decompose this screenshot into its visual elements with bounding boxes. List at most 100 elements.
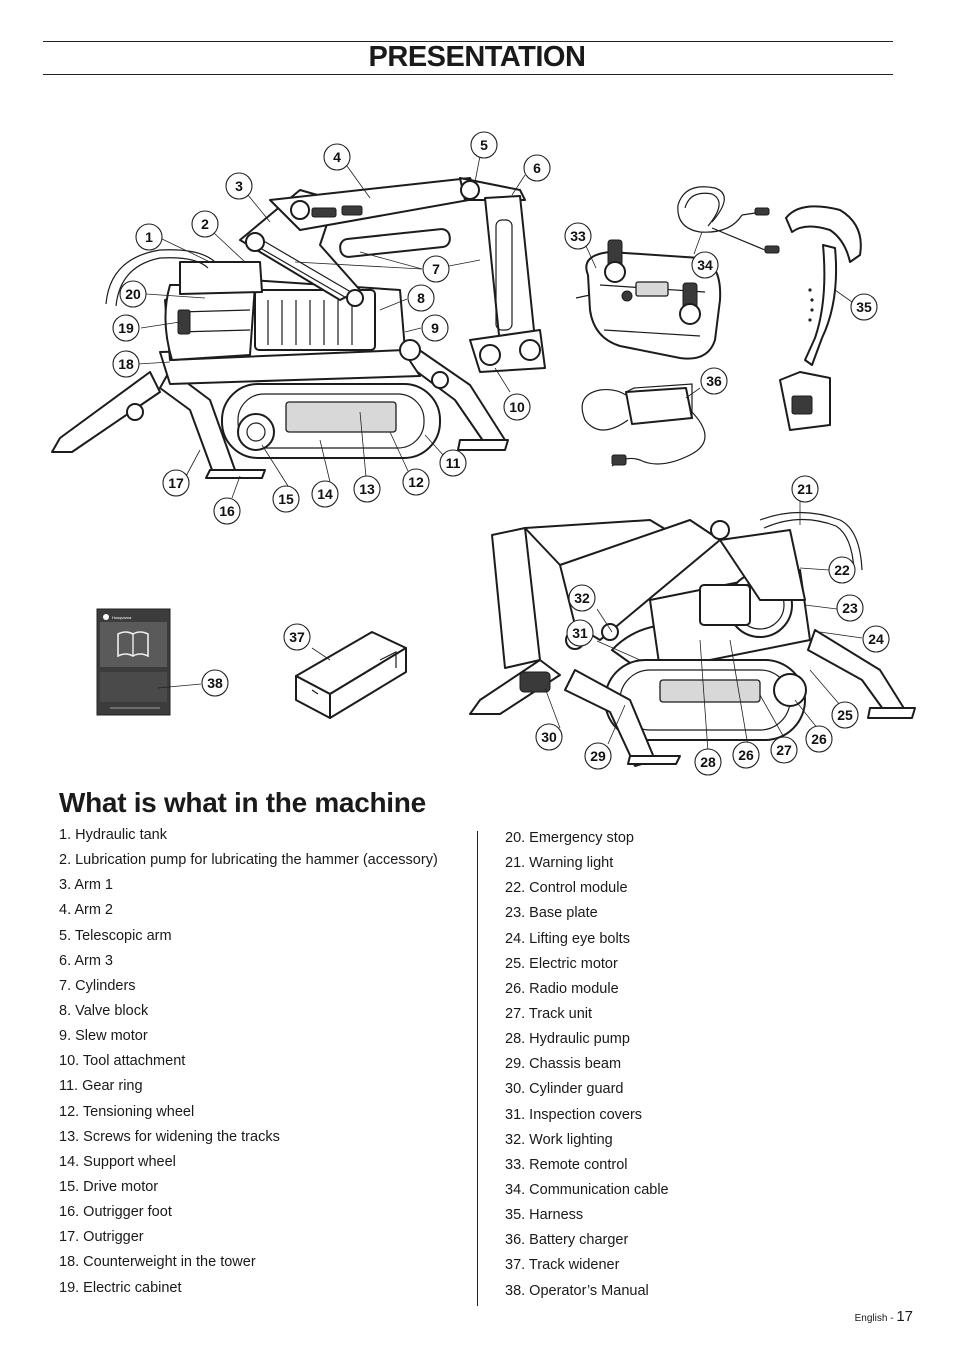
parts-list-item: 36. Battery charger — [505, 1232, 629, 1249]
callout-13: 13 — [353, 475, 381, 503]
callout-9: 9 — [421, 314, 449, 342]
callout-3: 3 — [225, 172, 253, 200]
svg-text:20: 20 — [125, 286, 141, 302]
section-heading: What is what in the machine — [59, 787, 426, 818]
parts-list-item: 25. Electric motor — [505, 955, 618, 972]
parts-list-item: 38. Operator’s Manual — [505, 1282, 649, 1299]
svg-text:8: 8 — [417, 290, 425, 306]
svg-text:2: 2 — [201, 216, 209, 232]
svg-text:7: 7 — [432, 261, 440, 277]
callout-10: 10 — [503, 393, 531, 421]
svg-text:21: 21 — [797, 481, 813, 497]
callout-2: 2 — [191, 210, 219, 238]
parts-list-item: 21. Warning light — [505, 855, 614, 872]
header-rule-top — [43, 41, 893, 42]
callout-4: 4 — [323, 143, 351, 171]
parts-list-item: 27. Track unit — [505, 1005, 593, 1022]
parts-list-item: 26. Radio module — [505, 980, 619, 997]
callout-17: 17 — [162, 469, 190, 497]
svg-text:28: 28 — [700, 754, 716, 770]
callout-24: 24 — [862, 625, 890, 653]
svg-text:26: 26 — [738, 747, 754, 763]
parts-list-item: 37. Track widener — [505, 1257, 620, 1274]
parts-list-item: 34. Communication cable — [505, 1181, 669, 1198]
parts-list-item: 2. Lubrication pump for lubricating the … — [59, 852, 438, 869]
track-widener-drawing — [295, 631, 407, 719]
svg-text:18: 18 — [118, 356, 134, 372]
callout-6: 6 — [523, 154, 551, 182]
page-number: 17 — [896, 1308, 913, 1325]
parts-list-item: 10. Tool attachment — [59, 1053, 186, 1070]
parts-list-item: 15. Drive motor — [59, 1178, 159, 1195]
callout-8: 8 — [407, 284, 435, 312]
svg-text:10: 10 — [509, 399, 525, 415]
svg-text:24: 24 — [868, 631, 884, 647]
parts-list-item: 17. Outrigger — [59, 1229, 144, 1246]
svg-text:22: 22 — [834, 562, 850, 578]
svg-text:1: 1 — [145, 229, 153, 245]
svg-text:13: 13 — [359, 481, 375, 497]
parts-list-item: 9. Slew motor — [59, 1028, 148, 1045]
communication-cable-drawing — [677, 186, 780, 254]
callout-7: 7 — [422, 255, 450, 283]
svg-text:31: 31 — [572, 625, 588, 641]
callout-5: 5 — [470, 131, 498, 159]
parts-list-item: 29. Chassis beam — [505, 1056, 622, 1073]
callout-32: 32 — [568, 584, 596, 612]
callout-26: 26 — [732, 741, 760, 769]
callout-12: 12 — [402, 468, 430, 496]
parts-list-item: 19. Electric cabinet — [59, 1279, 182, 1296]
machine-front-view — [51, 177, 546, 479]
parts-list-item: 14. Support wheel — [59, 1153, 176, 1170]
parts-list-item: 31. Inspection covers — [505, 1106, 643, 1123]
parts-list-item: 16. Outrigger foot — [59, 1204, 172, 1221]
callout-26-upper: 26 — [805, 725, 833, 753]
parts-list-item: 8. Valve block — [59, 1002, 149, 1019]
svg-text:36: 36 — [706, 373, 722, 389]
parts-list-item: 4. Arm 2 — [59, 902, 113, 919]
svg-text:16: 16 — [219, 503, 235, 519]
svg-text:15: 15 — [278, 491, 294, 507]
svg-text:34: 34 — [697, 257, 713, 273]
remote-control-drawing — [575, 239, 722, 360]
parts-list-item: 35. Harness — [505, 1207, 584, 1224]
parts-list-item: 24. Lifting eye bolts — [505, 930, 630, 947]
callout-37: 37 — [283, 623, 311, 651]
battery-charger-drawing — [581, 383, 706, 467]
parts-list-item: 3. Arm 1 — [59, 877, 113, 894]
svg-text:11: 11 — [446, 455, 461, 471]
svg-text:3: 3 — [235, 178, 243, 194]
svg-text:9: 9 — [431, 320, 439, 336]
svg-text:14: 14 — [317, 486, 333, 502]
callout-20: 20 — [119, 280, 147, 308]
callout-11: 11 — [439, 449, 467, 477]
svg-text:33: 33 — [570, 228, 586, 244]
callout-36: 36 — [700, 367, 728, 395]
callout-19: 19 — [112, 314, 140, 342]
page-title: PRESENTATION — [368, 41, 586, 73]
callout-1: 1 — [135, 223, 163, 251]
callout-21: 21 — [791, 475, 819, 503]
callout-15: 15 — [272, 485, 300, 513]
footer-separator: - — [887, 1313, 897, 1324]
parts-list-item: 12. Tensioning wheel — [59, 1103, 195, 1120]
callout-25: 25 — [831, 701, 859, 729]
svg-text:23: 23 — [842, 600, 858, 616]
parts-list-item: 32. Work lighting — [505, 1131, 613, 1148]
parts-list-item: 33. Remote control — [505, 1156, 628, 1173]
callout-14: 14 — [311, 480, 339, 508]
harness-drawing — [779, 205, 862, 431]
parts-list-item: 20. Emergency stop — [505, 830, 634, 846]
svg-text:35: 35 — [856, 299, 872, 315]
parts-list-item: 6. Arm 3 — [59, 952, 113, 969]
parts-list-item: 13. Screws for widening the tracks — [59, 1128, 280, 1145]
callout-18: 18 — [112, 350, 140, 378]
svg-text:32: 32 — [574, 590, 590, 606]
machine-illustration: Husqvarna — [51, 131, 916, 776]
callout-29: 29 — [584, 742, 612, 770]
callout-35: 35 — [850, 293, 878, 321]
operators-manual-drawing: Husqvarna — [96, 608, 171, 716]
machine-rear-view — [469, 511, 916, 767]
parts-list-item: 18. Counterweight in the tower — [59, 1254, 256, 1271]
